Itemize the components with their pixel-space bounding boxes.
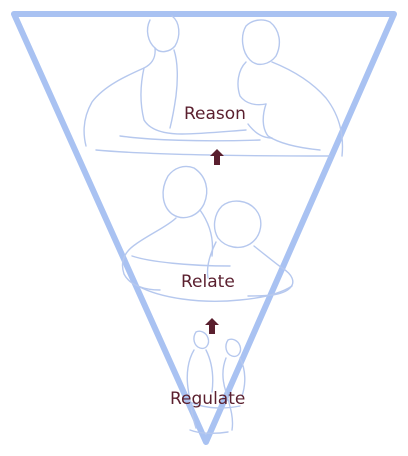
relating-hug-illustration [121, 165, 294, 302]
level-label-relate: Relate [181, 272, 235, 292]
level-label-regulate: Regulate [170, 389, 246, 409]
inverted-triangle [11, 11, 397, 445]
regulating-pair-illustration [185, 330, 246, 435]
reasoning-adults-illustration [83, 15, 344, 157]
up-arrow-icon [210, 149, 224, 165]
level-label-reason: Reason [184, 104, 246, 124]
up-arrow-icon [205, 318, 219, 334]
